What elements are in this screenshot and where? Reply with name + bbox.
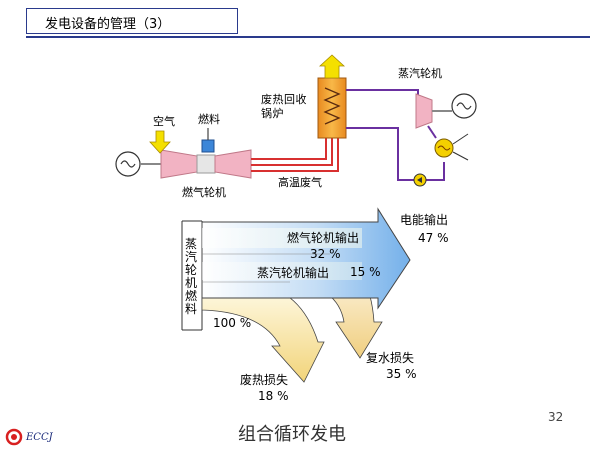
title-underline xyxy=(26,36,590,38)
air-inlet-arrow-icon xyxy=(149,130,171,154)
compressor-shape xyxy=(160,149,198,179)
st-output-band xyxy=(202,262,362,280)
feed-pump-icon xyxy=(413,173,427,187)
air-label: 空气 xyxy=(153,115,175,128)
steam-turbine-shape xyxy=(415,93,433,129)
electric-output-value: 47 % xyxy=(418,231,449,245)
page-number: 32 xyxy=(548,410,564,424)
st-output-value: 15 % xyxy=(350,265,381,279)
title-box: 发电设备的管理（3） xyxy=(26,8,238,34)
exhaust-loss-flow-arrow xyxy=(201,283,325,383)
steam-turbine-fuel-label: 蒸汽轮机燃料 xyxy=(185,237,198,316)
electric-output-label: 电能输出 xyxy=(400,213,449,227)
combustor-shape xyxy=(196,154,216,174)
gt-output-value: 32 % xyxy=(310,247,341,261)
hrsg-label: 废热回收锅炉 xyxy=(261,93,307,120)
gt-output-band xyxy=(202,228,362,248)
generator-right-icon xyxy=(451,93,477,119)
exhaust-loss-value: 18 % xyxy=(258,389,289,403)
fuel-injector-icon xyxy=(201,139,215,153)
gt-output-label: 燃气轮机输出 xyxy=(287,231,360,245)
hot-exhaust-label: 高温废气 xyxy=(278,176,322,189)
gas-turbine-shape xyxy=(214,149,252,179)
condenser-loss-value: 35 % xyxy=(386,367,417,381)
electric-output-flow-arrow xyxy=(201,207,411,310)
logo-text: ECCJ xyxy=(26,432,53,443)
stack-up-arrow-icon xyxy=(318,54,346,79)
gas-turbine-label: 燃气轮机 xyxy=(182,186,226,199)
steam-pipe xyxy=(346,89,445,181)
fuel-label: 燃料 xyxy=(198,113,220,126)
slide-caption: 组合循环发电 xyxy=(238,424,346,445)
generator-left-icon xyxy=(115,151,141,177)
page-title: 发电设备的管理（3） xyxy=(45,17,171,32)
hrsg-coil-icon xyxy=(323,87,341,125)
fuel-input-value: 100 % xyxy=(213,316,252,330)
condenser-icon xyxy=(434,133,469,161)
exhaust-loss-label: 废热损失 xyxy=(240,373,289,387)
condenser-loss-label: 复水损失 xyxy=(366,351,415,365)
hrsg-shape xyxy=(317,77,347,139)
exhaust-pipe xyxy=(251,138,339,172)
steam-turbine-label: 蒸汽轮机 xyxy=(398,67,442,80)
eccj-logo-icon xyxy=(5,428,23,446)
st-output-label: 蒸汽轮机输出 xyxy=(257,266,330,280)
